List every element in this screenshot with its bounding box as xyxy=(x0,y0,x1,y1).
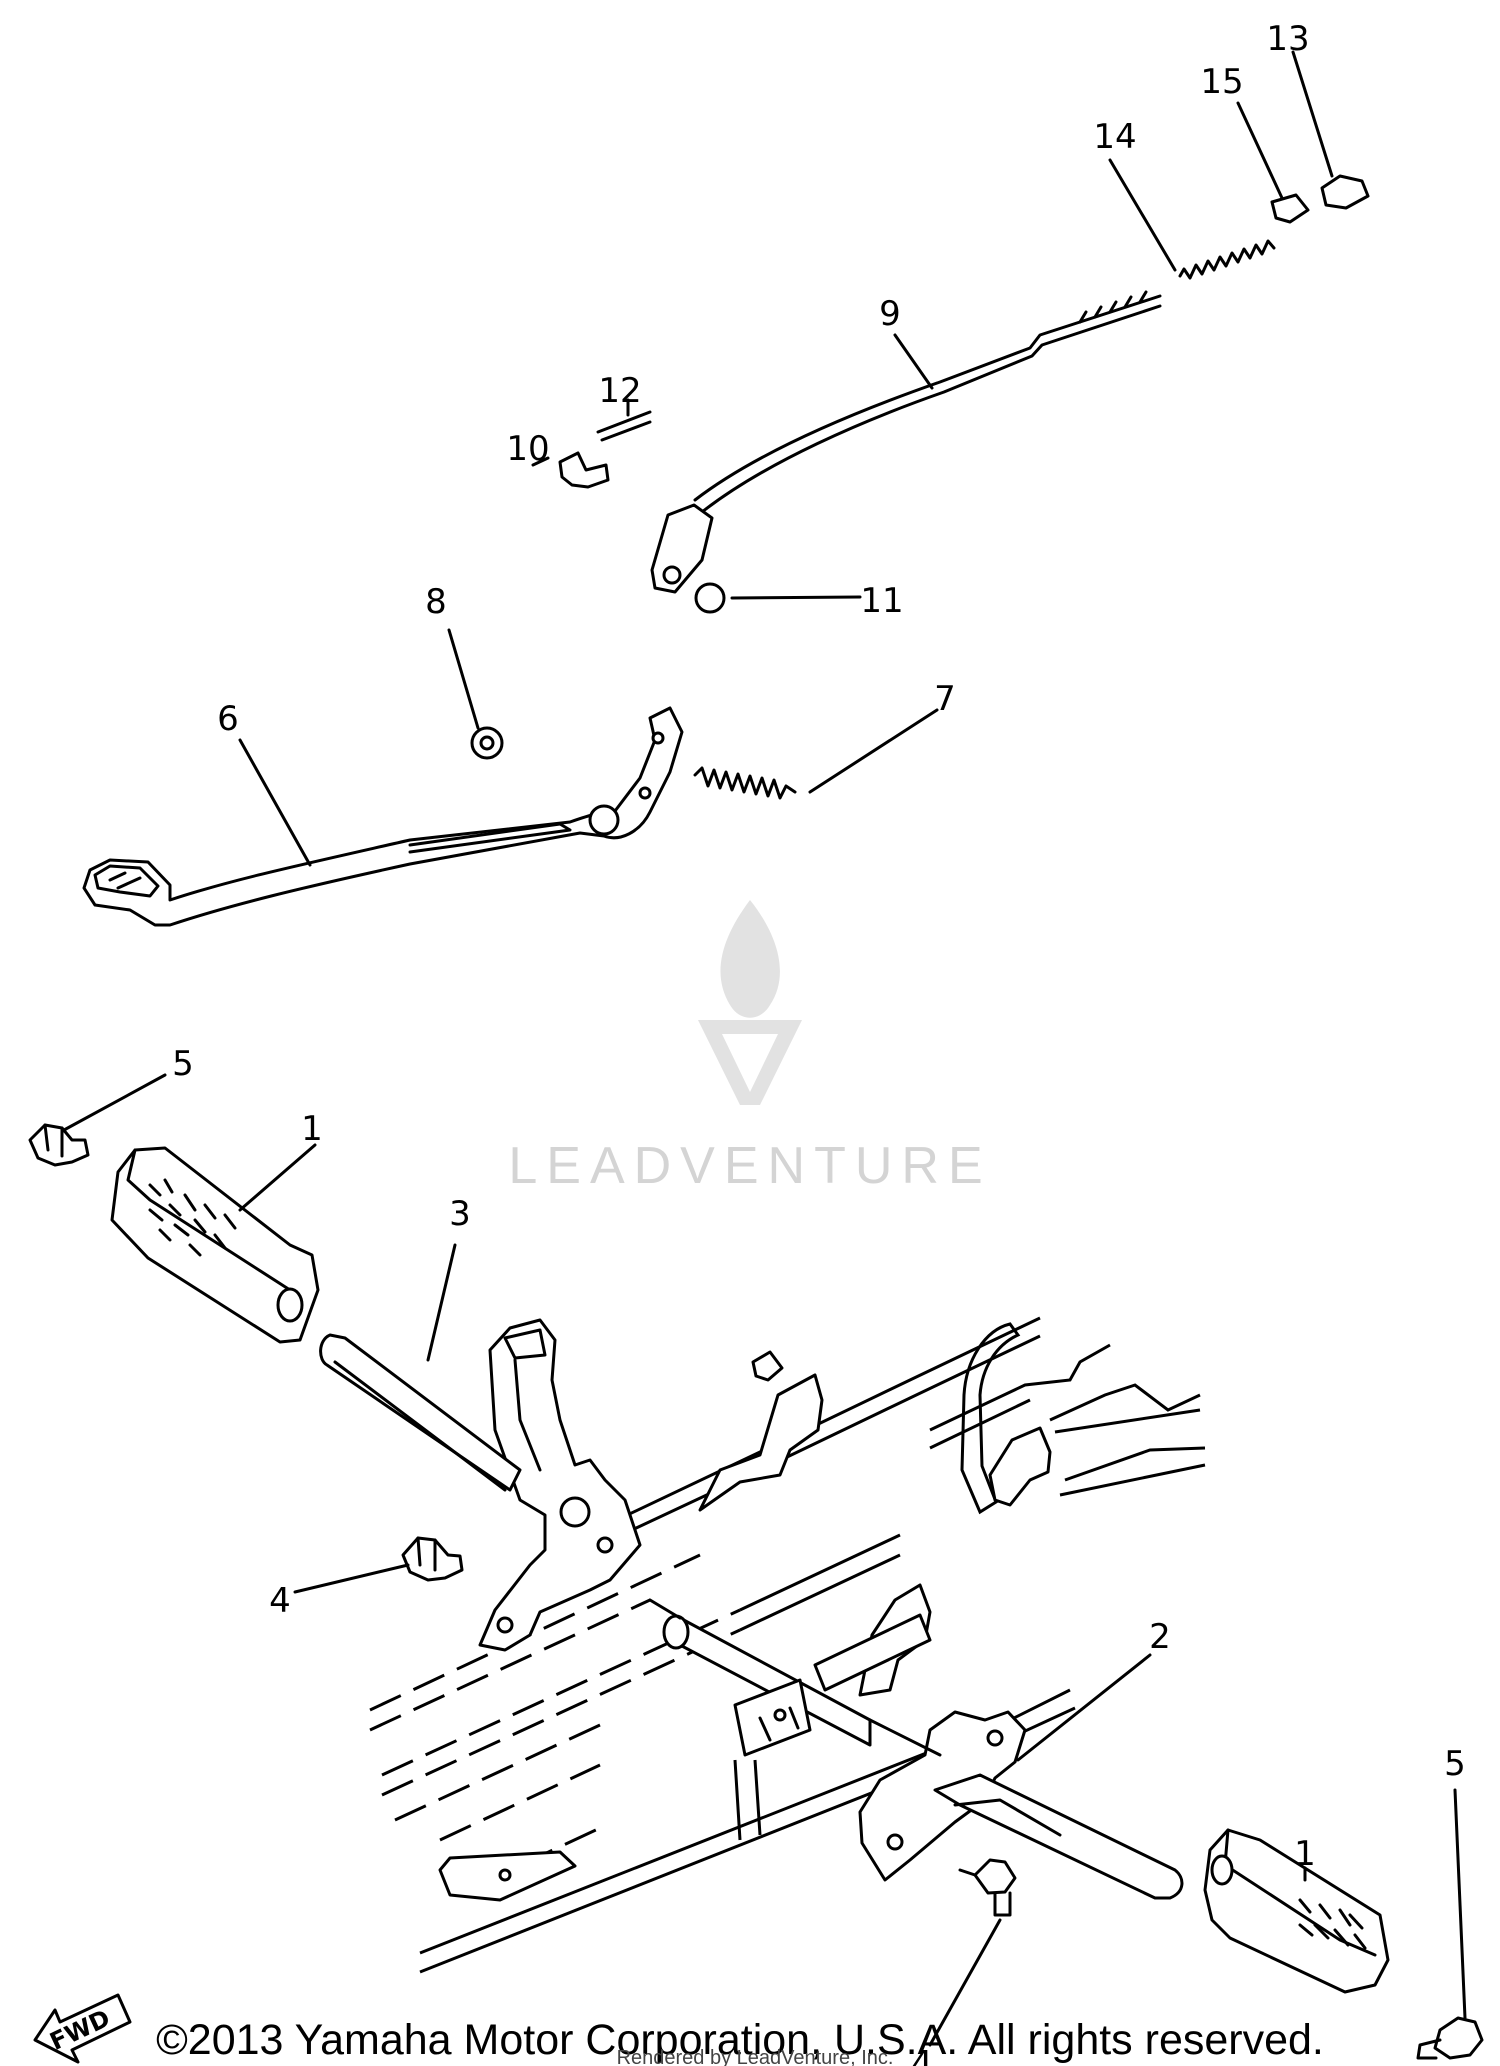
part-6-spring-hole xyxy=(638,786,652,800)
watermark-text: LEADVENTURE xyxy=(508,1137,991,1195)
part-6-pedal-arm-slot xyxy=(408,822,572,854)
callout-15: 15 xyxy=(1200,62,1243,102)
part-3-bracket-inner xyxy=(503,1328,547,1472)
part-6-rod-hole xyxy=(651,731,665,745)
callout-12: 12 xyxy=(598,371,641,411)
part-6-pivot-boss xyxy=(588,804,620,836)
callout-5-right: 5 xyxy=(1444,1744,1466,1784)
part-9-rod-thread xyxy=(1078,290,1148,324)
part-1-footrest-rubber-left xyxy=(110,1146,320,1344)
part-3-bracket-hole-upper xyxy=(559,1496,591,1528)
frame-lines xyxy=(369,1316,1206,1974)
part-9-brake-rod-outline xyxy=(700,304,1162,514)
part-5-bolt-left xyxy=(28,1123,90,1167)
part-9-brake-rod xyxy=(693,294,1162,502)
leader-lines xyxy=(62,50,1467,2047)
part-6-brake-pedal xyxy=(82,706,684,927)
callout-1-left: 1 xyxy=(301,1109,323,1149)
callout-14: 14 xyxy=(1093,117,1136,157)
part-12-cotter-pin xyxy=(596,410,652,442)
part-9-clevis xyxy=(650,503,714,594)
part-3-footrest-bar-lower xyxy=(333,1360,507,1492)
fwd-arrow-icon xyxy=(33,1993,132,2064)
part-2-bracket-hole-lower xyxy=(886,1833,904,1851)
callout-9: 9 xyxy=(879,294,901,334)
watermark-flame-icon xyxy=(720,900,780,1018)
callout-10: 10 xyxy=(506,429,549,469)
part-8-washer-hole xyxy=(479,735,495,751)
part-13-cable-end xyxy=(1320,174,1370,210)
callout-13: 13 xyxy=(1266,19,1309,59)
part-6-pedal-pad xyxy=(93,864,160,898)
callout-7: 7 xyxy=(934,679,956,719)
copyright-text: ©2013 Yamaha Motor Corporation, U.S.A. A… xyxy=(156,2016,1324,2064)
part-11-nut xyxy=(694,582,726,614)
part-4-bolt-left xyxy=(401,1536,464,1582)
part-2-footrest-bar xyxy=(933,1773,1184,1900)
callout-6: 6 xyxy=(217,699,239,739)
callout-11: 11 xyxy=(860,581,903,621)
part-3-bracket-hole-lower xyxy=(496,1616,514,1634)
callout-4-left: 4 xyxy=(269,1581,291,1621)
watermark: LEADVENTURE xyxy=(508,900,991,1195)
fwd-arrow: FWD xyxy=(33,1993,132,2064)
callout-2: 2 xyxy=(1149,1617,1171,1657)
watermark-chevron-icon xyxy=(698,1020,802,1105)
callout-8: 8 xyxy=(425,582,447,622)
callout-1-right: 1 xyxy=(1294,1834,1316,1874)
part-14-spring xyxy=(1178,239,1276,280)
part-1-footrest-rubber-right xyxy=(1203,1828,1390,1994)
part-9-clevis-hole xyxy=(662,565,682,585)
part-5-bolt-right xyxy=(1416,2016,1484,2060)
part-4-bolt-right xyxy=(958,1858,1017,1917)
callout-3: 3 xyxy=(449,1194,471,1234)
part-2-footrest-bar-gusset xyxy=(953,1798,1062,1837)
part-15-joint xyxy=(1270,193,1310,224)
rendered-by-text: Rendered by LeadVenture, Inc. xyxy=(617,2047,894,2066)
callout-5-left: 5 xyxy=(172,1044,194,1084)
part-2-bracket-hole-upper xyxy=(986,1729,1004,1747)
part-3-bracket-hole-right xyxy=(596,1536,614,1554)
callout-labels: 13 15 14 9 12 10 11 8 7 6 5 1 3 4 2 1 5 … xyxy=(172,19,1466,2066)
callout-4-right: 4 xyxy=(911,2044,933,2066)
part-3-footrest-bar xyxy=(319,1333,522,1492)
part-7-spring xyxy=(693,766,797,800)
part-10-pin xyxy=(558,451,610,489)
